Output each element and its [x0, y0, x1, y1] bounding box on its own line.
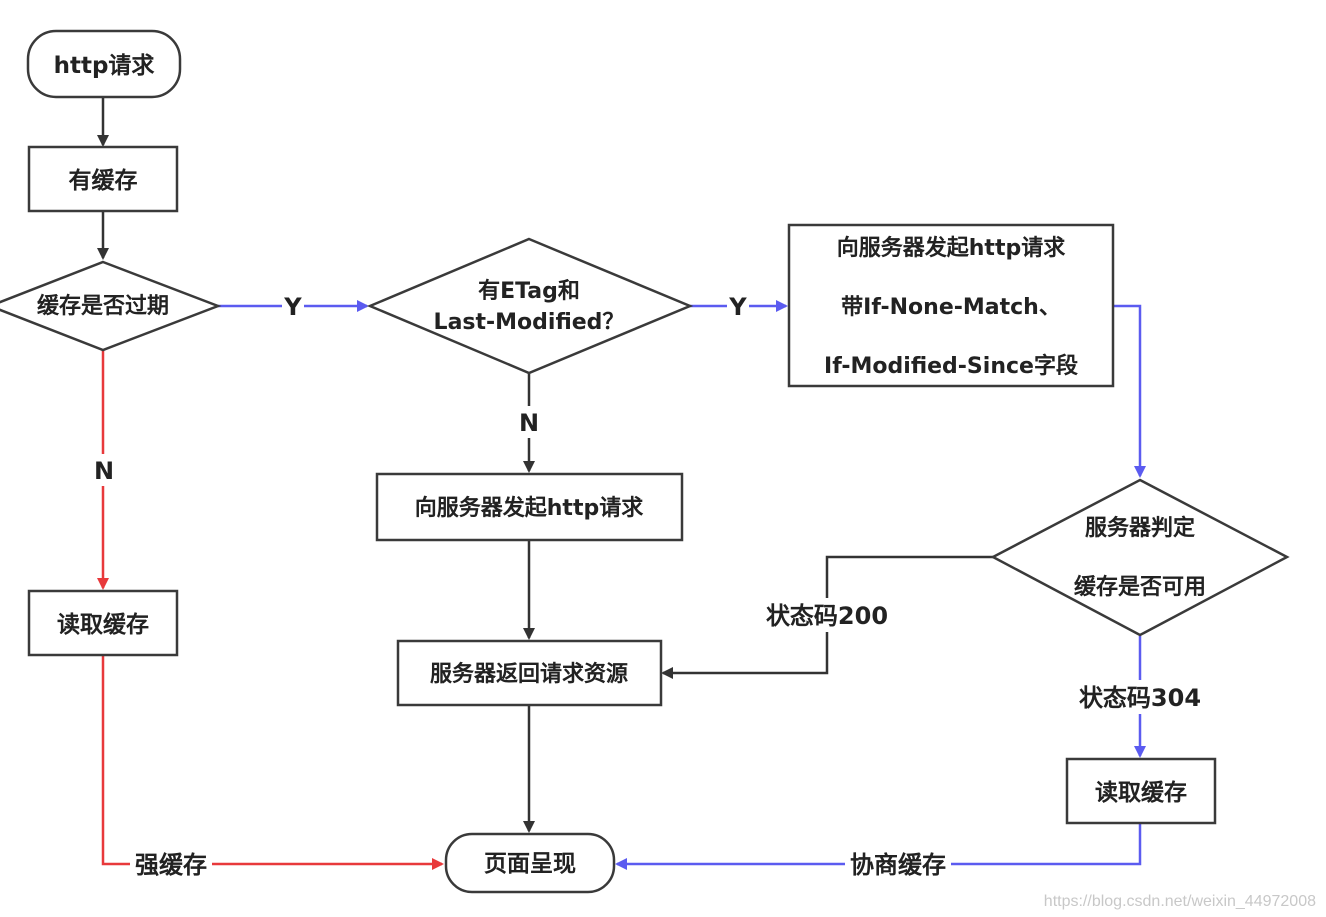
node-server-returns-label: 服务器返回请求资源: [430, 661, 628, 687]
node-request-right-line1: 向服务器发起http请求: [837, 235, 1065, 261]
arrow-negotiated-to-page: [615, 824, 1142, 870]
node-request-server-right: 向服务器发起http请求 带If-None-Match、 If-Modified…: [787, 223, 1115, 388]
node-request-right-line2: 带If-None-Match、: [841, 295, 1061, 320]
edge-label-no-expired: N: [94, 457, 114, 485]
edge-label-strong-cache: 强缓存: [135, 851, 207, 879]
edge-label-yes-etag: Y: [728, 293, 747, 321]
edge-label-status-200: 状态码200: [766, 602, 888, 630]
edge-label-no-etag: N: [519, 409, 539, 437]
node-has-cache-label: 有缓存: [69, 167, 138, 194]
node-read-cache-right: 读取缓存: [1065, 757, 1217, 825]
node-read-cache-left: 读取缓存: [27, 589, 179, 657]
node-request-server-mid: 向服务器发起http请求: [375, 472, 684, 542]
node-server-judge-line1: 服务器判定: [1085, 515, 1195, 541]
node-etag-question: 有ETag和 Last-Modified？: [366, 237, 694, 375]
node-cache-expired: 缓存是否过期: [0, 260, 222, 352]
node-read-cache-left-label: 读取缓存: [57, 611, 149, 638]
node-server-judge: 服务器判定 缓存是否可用: [990, 478, 1290, 637]
arrow-strong-cache-to-page: [101, 656, 444, 870]
node-cache-expired-label: 缓存是否过期: [37, 293, 169, 319]
node-page-render: 页面呈现: [444, 832, 616, 894]
arrow-request-to-judge: [1113, 304, 1146, 478]
node-server-judge-line2: 缓存是否可用: [1074, 574, 1206, 600]
node-has-cache: 有缓存: [27, 145, 179, 213]
node-read-cache-right-label: 读取缓存: [1095, 779, 1187, 806]
node-etag-question-line2: Last-Modified？: [434, 310, 625, 335]
edge-label-status-304: 状态码304: [1079, 684, 1201, 712]
node-page-render-label: 页面呈现: [484, 851, 576, 877]
node-request-server-mid-label: 向服务器发起http请求: [415, 495, 643, 521]
node-request-right-line3: If-Modified-Since字段: [824, 353, 1078, 379]
node-http-request: http请求: [26, 29, 182, 99]
watermark-url: https://blog.csdn.net/weixin_44972008: [1044, 893, 1316, 910]
node-server-returns: 服务器返回请求资源: [396, 639, 663, 707]
node-http-request-label: http请求: [54, 53, 155, 79]
edge-label-yes-expired: Y: [283, 293, 302, 321]
node-etag-question-line1: 有ETag和: [478, 278, 580, 304]
edge-label-negotiated-cache: 协商缓存: [850, 851, 946, 879]
